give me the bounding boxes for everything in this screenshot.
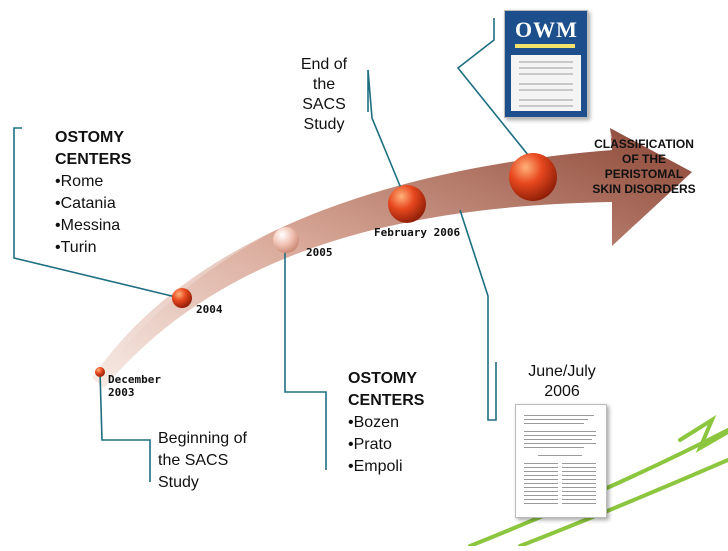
connector-lines bbox=[13, 18, 546, 482]
journal-logo: OWM bbox=[515, 17, 578, 42]
connector-centers-1 bbox=[13, 127, 181, 299]
connector-beginning bbox=[99, 371, 151, 482]
node-2004 bbox=[172, 288, 192, 308]
connector-classification bbox=[456, 18, 546, 177]
node-feb2006 bbox=[388, 185, 426, 223]
date-feb-2006: February 2006 bbox=[374, 226, 461, 239]
connector-june bbox=[459, 209, 497, 421]
date-2005: 2005 bbox=[306, 246, 333, 259]
callout-classification: CLASSIFICATION OF THE PERISTOMAL SKIN DI… bbox=[592, 137, 696, 196]
connector-centers-2 bbox=[284, 240, 327, 470]
list-item: Prato bbox=[348, 434, 424, 456]
date-december-2003: December 2003 bbox=[108, 373, 161, 399]
list-item: Catania bbox=[55, 193, 131, 215]
node-dec2003 bbox=[95, 367, 105, 377]
list-item: Messina bbox=[55, 215, 131, 237]
centers-1-list: Rome Catania Messina Turin bbox=[55, 171, 131, 259]
list-item: Rome bbox=[55, 171, 131, 193]
node-classification bbox=[509, 153, 557, 201]
paper-thumbnail bbox=[515, 404, 607, 518]
list-item: Turin bbox=[55, 237, 131, 259]
centers-2-list: Bozen Prato Empoli bbox=[348, 412, 424, 478]
journal-cover-image: OWM bbox=[504, 10, 588, 118]
callout-beginning: Beginning of the SACS Study bbox=[158, 430, 247, 491]
connector-end bbox=[367, 69, 406, 199]
callout-ostomy-centers-1: OSTOMY CENTERS Rome Catania Messina Turi… bbox=[55, 127, 131, 259]
callout-end: End of the SACS Study bbox=[300, 56, 348, 133]
list-item: Empoli bbox=[348, 456, 424, 478]
date-2004: 2004 bbox=[196, 303, 223, 316]
callout-june-july-2006: June/July 2006 bbox=[528, 363, 596, 400]
list-item: Bozen bbox=[348, 412, 424, 434]
timeline-arrow-highlight bbox=[92, 128, 612, 382]
node-2005 bbox=[273, 227, 299, 253]
callout-ostomy-centers-2: OSTOMY CENTERS Bozen Prato Empoli bbox=[348, 368, 424, 478]
